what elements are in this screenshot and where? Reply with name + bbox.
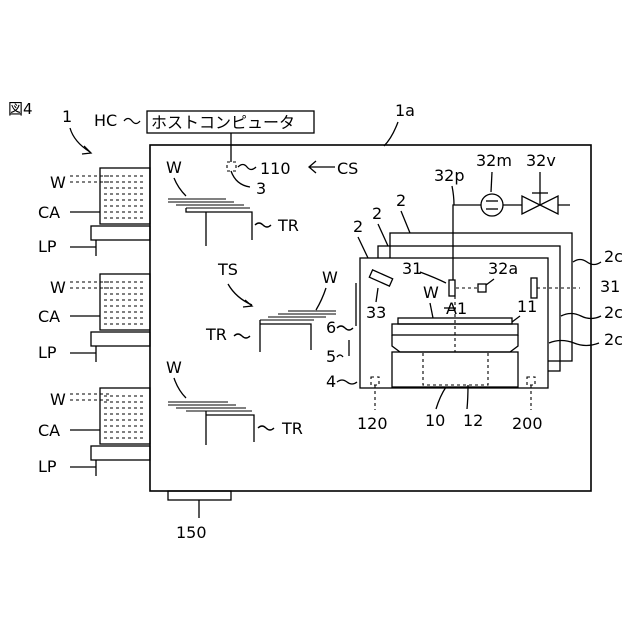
label-apparatus: 1a (395, 101, 415, 120)
leader-32p (452, 186, 454, 205)
wafer-stack-top (168, 199, 250, 208)
label-controller: 110 (260, 159, 291, 178)
carrier-unit-2: W CA LP (38, 274, 150, 362)
leader-chamber-2b (378, 224, 388, 246)
label-chamber-2a: 2 (396, 191, 406, 210)
leader-controller (238, 165, 256, 170)
label-12: 12 (463, 411, 483, 430)
label-11: 11 (517, 297, 537, 316)
leader-chamber-2c (358, 237, 368, 258)
label-2c-2: 2c (604, 303, 623, 322)
label-2c-3: 2c (604, 330, 623, 349)
leader-apparatus (384, 122, 398, 146)
label-control-system: CS (337, 159, 358, 178)
leader-32m (491, 172, 492, 192)
arrow-transfer-system (228, 284, 252, 307)
label-5: 5 (326, 347, 336, 366)
label-150: 150 (176, 523, 207, 542)
label-carrier-1: CA (38, 203, 60, 222)
label-wafer-chamber: W (423, 283, 439, 302)
leader-wafer-top (174, 178, 186, 196)
label-tr-top: TR (277, 216, 299, 235)
label-carrier-wafer-1: W (50, 173, 66, 192)
label-31-left: 31 (402, 259, 422, 278)
label-transfer-system: TS (217, 260, 238, 279)
label-2c-1: 2c (604, 247, 623, 266)
figure-number: 図4 (8, 100, 33, 118)
load-port-1 (91, 226, 150, 240)
load-port-2 (91, 332, 150, 346)
robot-arm-mid (260, 320, 311, 352)
leader-host (124, 119, 140, 124)
leader-wafer-mid (316, 288, 326, 310)
leader-sensor-3 (231, 171, 250, 187)
carrier-unit-1: W CA LP (38, 168, 150, 256)
label-carrier-wafer-3: W (50, 390, 66, 409)
label-tr-bot: TR (281, 419, 303, 438)
label-chamber-2b: 2 (372, 204, 382, 223)
label-wafer-mid: W (322, 268, 338, 287)
label-33: 33 (366, 303, 386, 322)
label-200: 200 (512, 414, 543, 433)
leader-tr-mid (234, 334, 250, 338)
label-system: 1 (62, 107, 72, 126)
label-sensor-3: 3 (256, 179, 266, 198)
leader-wafer-bot (174, 378, 186, 398)
label-wafer-top: W (166, 158, 182, 177)
label-carrier-2: CA (38, 307, 60, 326)
robot-arm-bot (206, 411, 254, 445)
label-4: 4 (326, 372, 336, 391)
leader-chamber-2a (401, 211, 410, 233)
label-32p: 32p (434, 166, 465, 185)
label-32a: 32a (488, 259, 518, 278)
label-load-port-1: LP (38, 237, 57, 256)
label-6: 6 (326, 318, 336, 337)
label-31-right: 31 (600, 277, 620, 296)
unit-150 (168, 491, 231, 500)
carrier-unit-3: W CA LP (38, 388, 150, 476)
arrow-control-system (309, 161, 335, 173)
load-port-3 (91, 446, 150, 460)
label-32m: 32m (476, 151, 512, 170)
wafer-stack-mid (260, 311, 336, 320)
label-load-port-3: LP (38, 457, 57, 476)
label-host: HC (94, 111, 117, 130)
label-chamber-2c: 2 (353, 217, 363, 236)
label-wafer-bot: W (166, 358, 182, 377)
label-load-port-2: LP (38, 343, 57, 362)
label-32v: 32v (526, 151, 556, 170)
flow-meter-32m (481, 194, 503, 216)
label-carrier-3: CA (38, 421, 60, 440)
label-carrier-wafer-2: W (50, 278, 66, 297)
wafer-stack-bot (168, 402, 252, 411)
label-120: 120 (357, 414, 388, 433)
label-10: 10 (425, 411, 445, 430)
leader-tr-bot (258, 426, 274, 430)
controller-box (227, 162, 236, 171)
host-computer-name: ホストコンピュータ (151, 113, 295, 132)
label-tr-mid: TR (205, 325, 227, 344)
robot-arm-top (186, 208, 252, 246)
leader-tr-top (255, 223, 271, 227)
